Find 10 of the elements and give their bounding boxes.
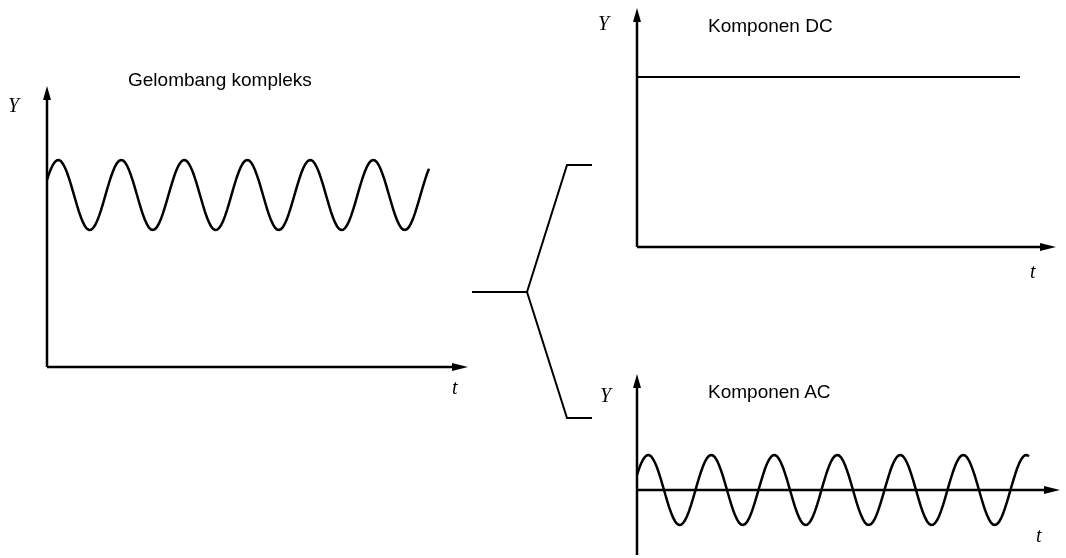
axis-label: t [1030, 259, 1036, 284]
axis-label: Y [8, 93, 20, 118]
graph-title: Komponen DC [708, 14, 833, 38]
axis-label: Y [600, 383, 612, 408]
axis-label: t [1036, 523, 1042, 548]
axis-label: t [452, 375, 458, 400]
graph-title: Gelombang kompleks [128, 68, 312, 92]
branch-line [471, 291, 593, 419]
graph-title: Komponen AC [708, 380, 831, 404]
axis-label: Y [598, 11, 610, 36]
